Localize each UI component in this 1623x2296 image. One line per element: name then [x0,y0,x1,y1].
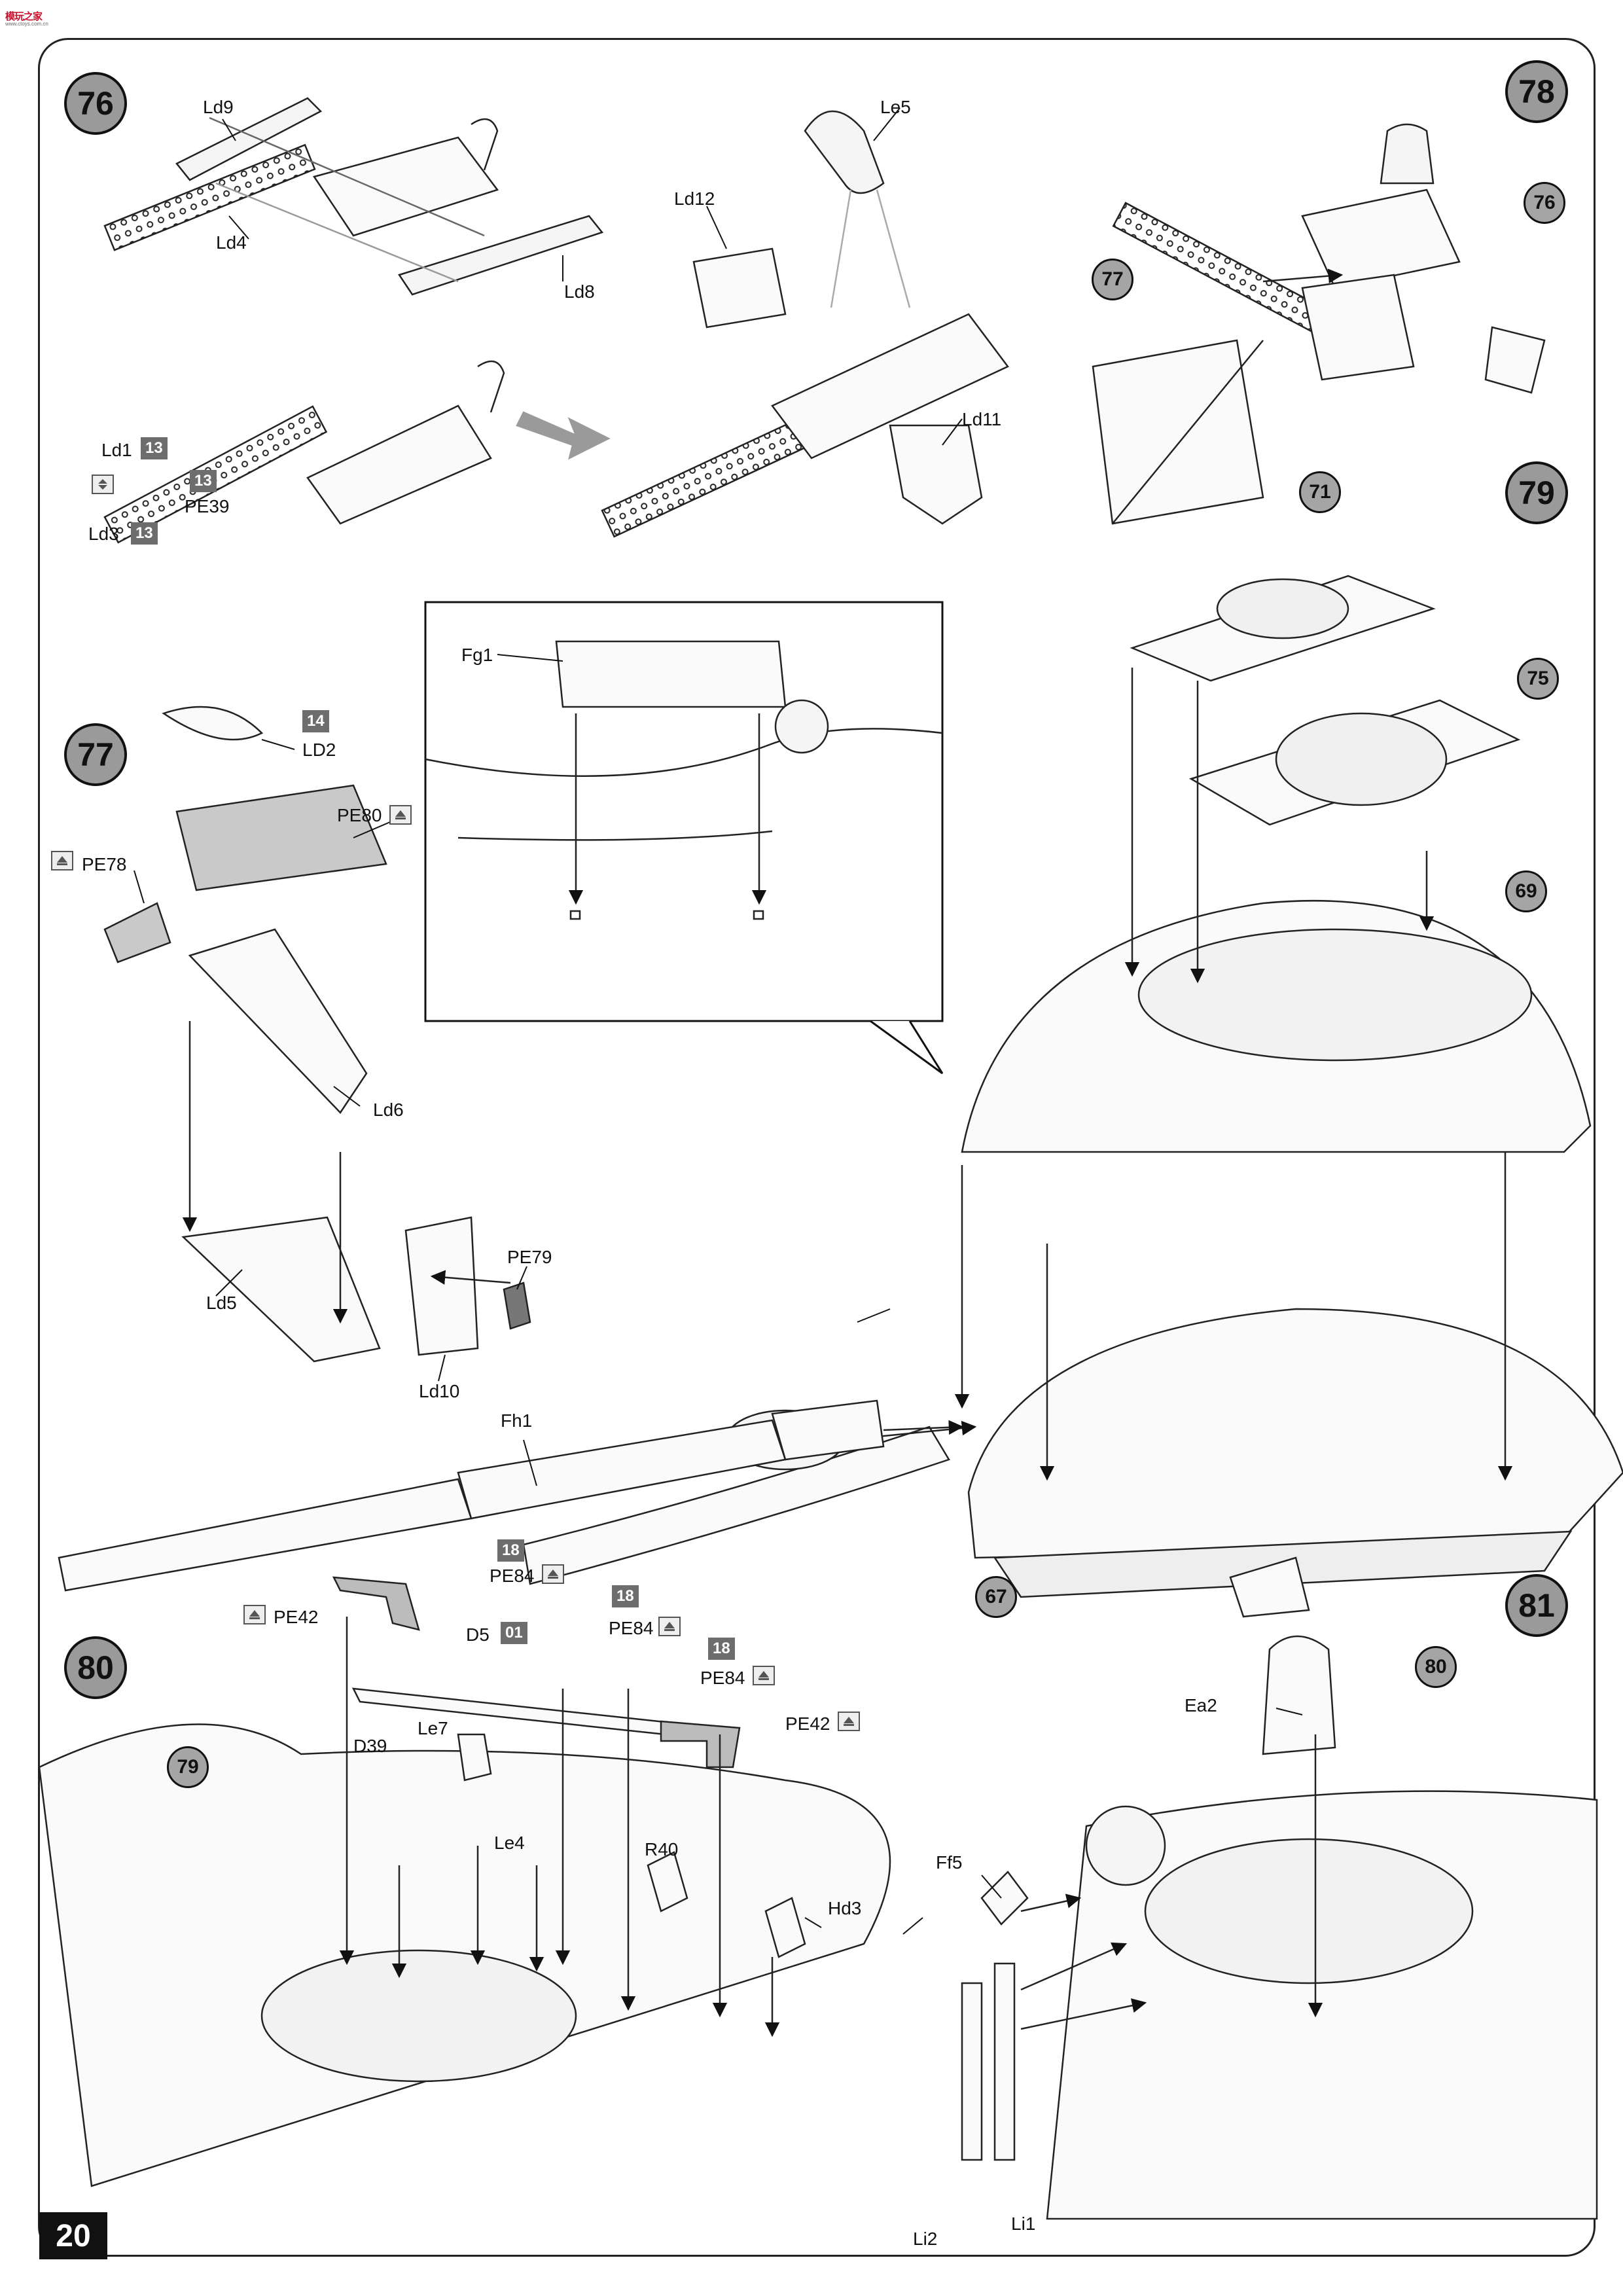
step-number-79: 79 [1505,461,1568,524]
part-label-ld2: LD2 [302,740,336,760]
part-label-pe84-first: PE84 [490,1566,535,1586]
sprue-badge-ld2: 14 [302,710,329,732]
part-label-ld4: Ld4 [216,232,247,253]
sprue-badge-pe84b: 18 [612,1585,639,1607]
part-label-ld5: Ld5 [206,1293,237,1313]
part-label-ld8: Ld8 [564,281,595,302]
part-label-ld9: Ld9 [203,97,234,117]
ref-step-79: 79 [167,1746,209,1788]
flip-over-icon-pe42a [243,1605,266,1624]
flip-over-icon-pe42b [838,1712,860,1731]
page-number: 20 [39,2212,107,2259]
ref-step-71: 71 [1299,471,1341,513]
sprue-badge-ld3: 13 [131,522,158,545]
sprue-badge-pe84a: 18 [497,1539,524,1562]
ref-step-69: 69 [1505,870,1547,912]
main-gun-barrel [58,1399,964,1592]
part-label-li1: Li1 [1011,2214,1036,2234]
part-label-le7: Le7 [418,1718,448,1738]
watermark-url: www.ctoys.com.cn [5,21,48,27]
part-label-pe84-third: PE84 [700,1668,745,1688]
sprue-badge-ld1: 13 [141,437,168,459]
part-label-le5: Le5 [880,97,911,117]
part-label-pe80: PE80 [337,805,382,825]
part-label-le4: Le4 [494,1833,525,1853]
watermark-logo: 模玩之家 www.ctoys.com.cn [3,3,50,27]
part-label-pe79: PE79 [507,1247,552,1267]
part-label-pe78: PE78 [82,854,127,874]
flip-over-icon-pe78 [51,851,73,870]
part-label-d5: D5 [466,1624,490,1645]
sprue-badge-d5: 01 [501,1622,527,1644]
sprue-badge-pe39: 13 [190,470,217,492]
step-78-drawing [1092,123,1546,525]
detail-inset [424,601,944,1075]
part-label-pe39: PE39 [185,496,230,516]
step-number-77: 77 [64,723,127,786]
part-label-r40: R40 [645,1839,679,1859]
ref-step-80: 80 [1415,1646,1457,1688]
step-80-drawing [38,1576,891,2187]
ref-step-67: 67 [975,1576,1017,1618]
part-label-pe42-left: PE42 [274,1607,319,1627]
part-label-pe84-second: PE84 [609,1618,654,1638]
part-label-hd3: Hd3 [828,1898,862,1918]
step-81-drawing [961,1635,1598,2220]
part-label-ld12: Ld12 [674,188,715,209]
ref-step-75: 75 [1517,658,1559,700]
part-label-ld1: Ld1 [101,440,132,460]
sprue-badge-pe84c: 18 [708,1638,735,1660]
flip-over-icon-pe84b [658,1617,681,1636]
ref-step-76: 76 [1524,182,1565,224]
part-label-d39: D39 [353,1736,387,1756]
part-label-pe42-right: PE42 [785,1713,830,1734]
part-label-ld10: Ld10 [419,1381,460,1401]
step-79-drawing [65,575,1623,1618]
flip-over-icon [92,475,114,494]
flip-over-icon-pe80 [389,805,412,825]
step-number-76: 76 [64,72,127,135]
part-label-ld6: Ld6 [373,1100,404,1120]
part-label-ea2: Ea2 [1185,1695,1217,1715]
step-number-78: 78 [1505,60,1568,123]
step-number-81: 81 [1505,1574,1568,1637]
part-label-fg1: Fg1 [461,645,493,665]
step-76-drawing [103,97,1009,544]
part-label-ld3: Ld3 [88,524,119,544]
flip-over-icon-pe84a [542,1564,564,1584]
step-77-drawing [103,706,531,1363]
part-label-ff5: Ff5 [936,1852,963,1873]
step-number-80: 80 [64,1636,127,1699]
flip-over-icon-pe84c [753,1666,775,1685]
leader-lines [134,107,1303,1935]
part-label-fh1: Fh1 [501,1410,533,1431]
ref-step-77: 77 [1092,259,1133,300]
watermark-text: 模玩之家 [5,11,43,22]
page-frame [38,38,1596,2257]
part-label-li2: Li2 [913,2229,938,2249]
part-label-ld11: Ld11 [962,409,1002,429]
